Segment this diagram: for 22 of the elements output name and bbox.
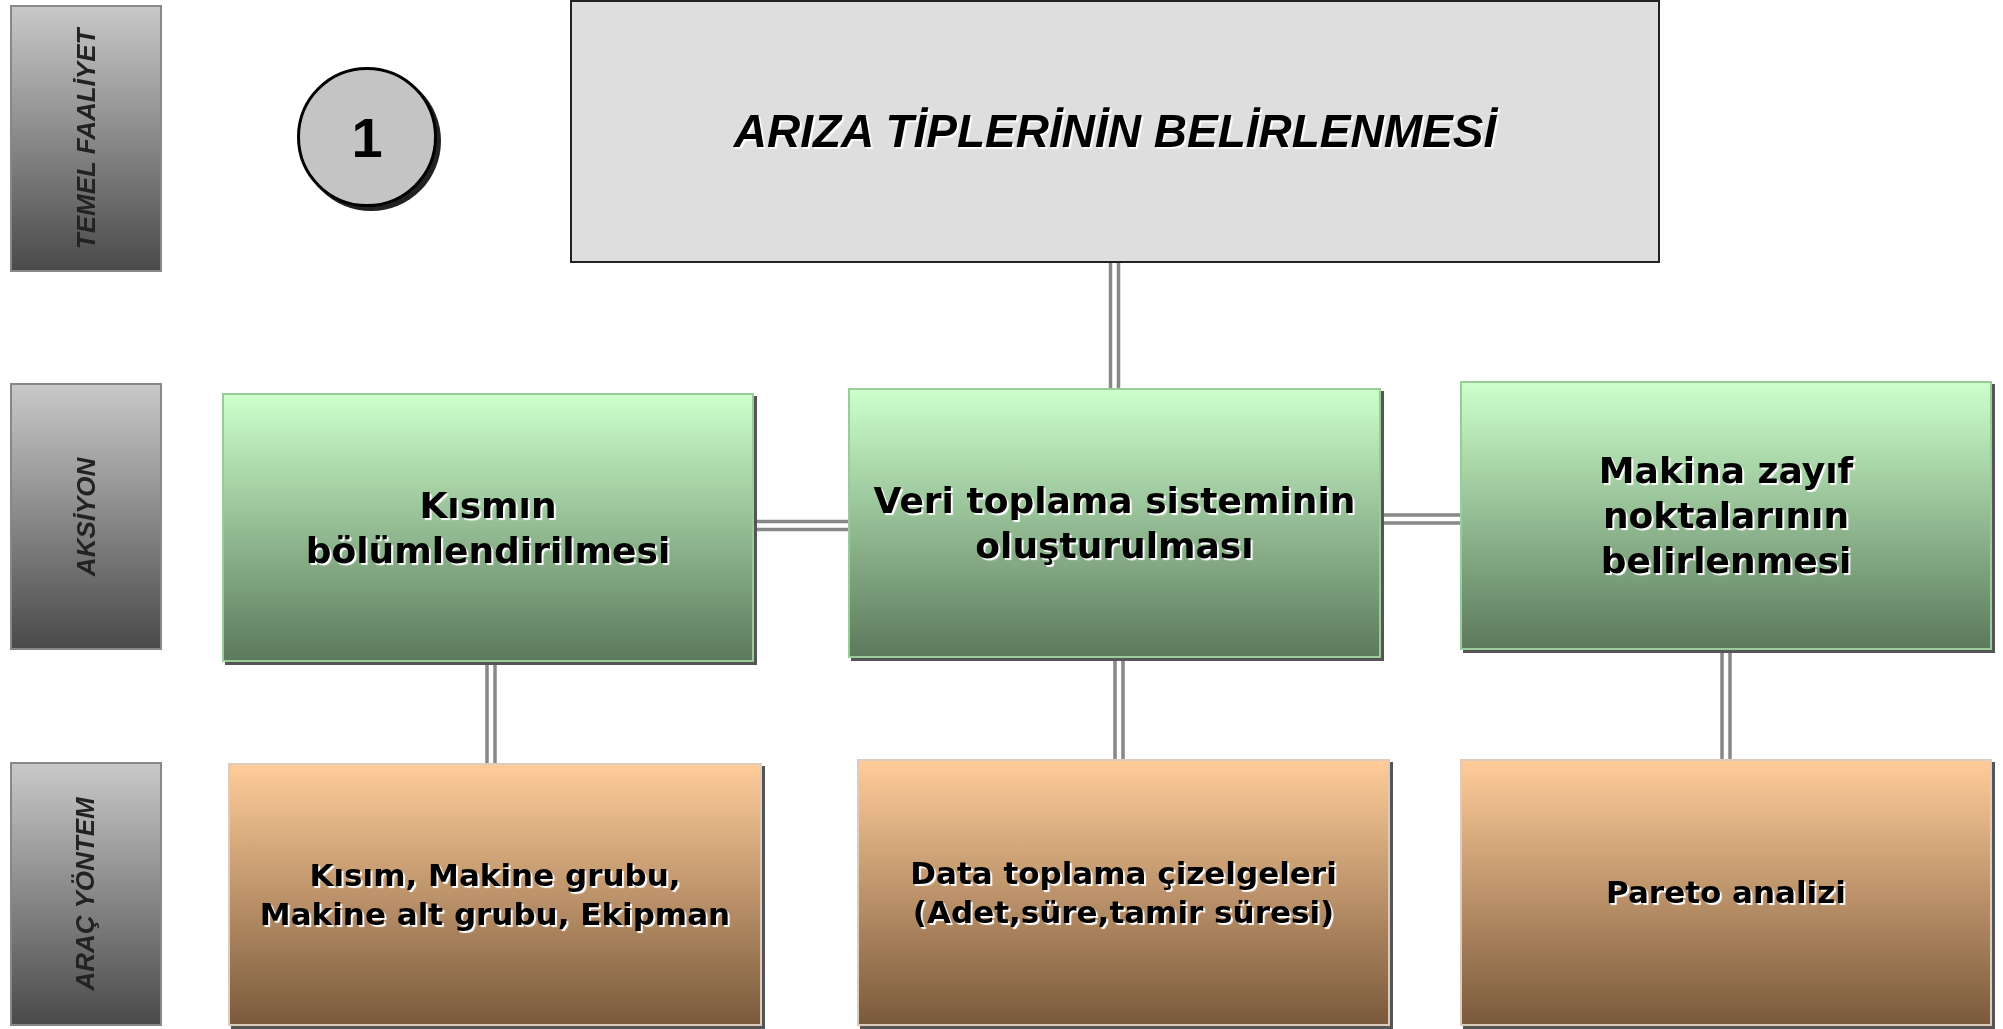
box-text: Kısmın bölümlendirilmesi: [304, 483, 672, 573]
box-text: ARIZA TİPLERİNİN BELİRLENMESİ: [732, 104, 1500, 160]
method-box: [1460, 759, 1992, 1026]
row-label-box: [10, 762, 162, 1026]
method-box: [857, 759, 1390, 1026]
double-connector: [1108, 261, 1121, 390]
row-label: ARAÇ YÖNTEM: [69, 796, 102, 993]
box-text: Data toplama çizelgeleri (Adet,süre,tamir süresi): [909, 853, 1338, 932]
method-box: [228, 763, 762, 1026]
row-label: TEMEL FAALİYET: [69, 25, 102, 251]
step-number: 1: [351, 104, 383, 170]
action-box: [222, 393, 754, 662]
box-text: Makina zayıf noktalarının belirlenmesi: [1597, 449, 1855, 583]
action-box: [848, 388, 1381, 658]
box-text: Pareto analizi: [1605, 873, 1847, 912]
row-label-box: [10, 383, 162, 650]
action-box: [1460, 381, 1992, 650]
row-label: AKSİYON: [69, 456, 102, 579]
box-text: Kısım, Makine grubu, Makine alt grubu, Ekipman: [258, 855, 732, 934]
row-label-box: [10, 5, 162, 272]
box-text: Veri toplama sisteminin oluşturulması: [872, 479, 1357, 568]
title-box: [570, 0, 1660, 263]
